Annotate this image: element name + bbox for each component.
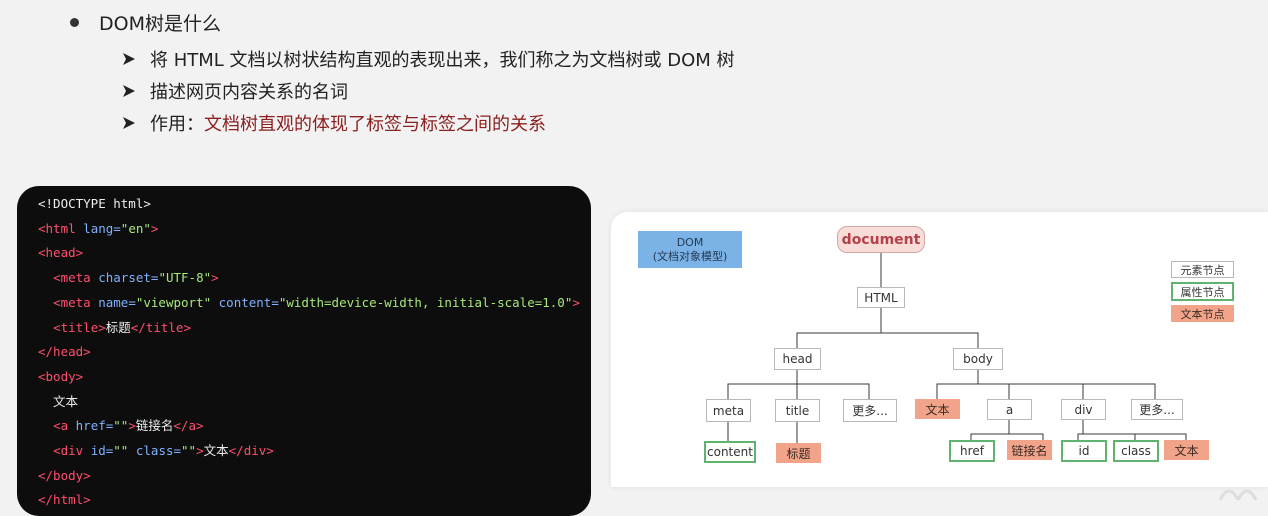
node-link-text: 链接名 bbox=[1007, 440, 1052, 460]
node-meta: meta bbox=[706, 399, 751, 422]
code-line: </body> bbox=[38, 466, 91, 486]
code-line: <a href="">链接名</a> bbox=[38, 416, 204, 436]
code-tag: <title> bbox=[53, 319, 106, 335]
code-tag: <body> bbox=[38, 368, 84, 384]
code-string: "" bbox=[113, 443, 129, 458]
code-line: <title>标题</title> bbox=[38, 318, 191, 338]
code-attribute: lang= bbox=[75, 220, 121, 236]
code-tag: > bbox=[150, 220, 159, 236]
node-head: head bbox=[774, 348, 821, 370]
code-line: </head> bbox=[38, 342, 91, 362]
code-tag: <div bbox=[53, 443, 84, 458]
code-text: <!DOCTYPE html> bbox=[38, 196, 151, 211]
code-line: <div id="" class="">文本</div> bbox=[38, 441, 274, 461]
code-text bbox=[38, 418, 53, 433]
code-string: "en" bbox=[120, 220, 151, 236]
node-title: title bbox=[775, 399, 820, 422]
code-tag: > bbox=[128, 418, 136, 434]
corner-decoration-icon bbox=[1218, 489, 1258, 500]
code-attribute: name= bbox=[90, 294, 136, 310]
arrowhead-icon bbox=[122, 52, 136, 66]
code-tag: <head> bbox=[38, 245, 84, 261]
code-line: <meta name="viewport" content="width=dev… bbox=[38, 293, 580, 313]
sub-point-label: 作用： bbox=[150, 114, 204, 135]
node-body-text: 文本 bbox=[915, 399, 960, 419]
node-body: body bbox=[953, 348, 1003, 370]
code-string: "width=device-width, initial-scale=1.0" bbox=[278, 294, 573, 310]
arrowhead-icon bbox=[122, 116, 136, 130]
code-line: <head> bbox=[38, 243, 83, 263]
node-document: document bbox=[837, 226, 925, 253]
code-text bbox=[38, 443, 53, 458]
node-content: content bbox=[704, 441, 756, 463]
code-text bbox=[38, 295, 53, 310]
code-attribute: id= bbox=[83, 443, 114, 458]
code-string: "UTF-8" bbox=[158, 270, 212, 286]
code-tag: </title> bbox=[130, 319, 191, 335]
node-more-head: 更多... bbox=[843, 399, 897, 422]
code-line: <meta charset="UTF-8"> bbox=[38, 268, 219, 288]
code-line: <html lang="en"> bbox=[38, 219, 158, 239]
code-line: 文本 bbox=[38, 392, 78, 412]
code-tag: </a> bbox=[173, 418, 204, 434]
dom-tree-diagram: DOM (文档对象模型) 元素节点 属性节点 文本节点 document HTM… bbox=[611, 212, 1268, 487]
bullet-heading: DOM树是什么 bbox=[99, 12, 221, 35]
bullet-item: DOM树是什么 bbox=[70, 8, 221, 36]
legend-text-node: 文本节点 bbox=[1171, 305, 1234, 322]
code-attribute: href= bbox=[68, 418, 114, 434]
code-text: 文本 bbox=[203, 443, 229, 458]
sub-point-3: 作用： 文档树直观的体现了标签与标签之间的关系 bbox=[122, 109, 546, 137]
code-text: 链接名 bbox=[135, 418, 174, 434]
node-title-text: 标题 bbox=[776, 443, 821, 463]
code-attribute: class= bbox=[128, 443, 182, 458]
dom-model-label: DOM (文档对象模型) bbox=[638, 231, 742, 268]
code-panel: <!DOCTYPE html><html lang="en"><head> <m… bbox=[17, 186, 591, 516]
code-line: </html> bbox=[38, 490, 91, 510]
node-href: href bbox=[949, 440, 995, 462]
legend-element-node: 元素节点 bbox=[1171, 261, 1234, 278]
code-tag: <meta bbox=[53, 294, 91, 310]
code-text bbox=[38, 320, 53, 335]
code-tag: <meta bbox=[53, 270, 91, 286]
node-div: div bbox=[1061, 399, 1106, 420]
code-tag: </body> bbox=[38, 467, 91, 483]
node-a: a bbox=[987, 399, 1032, 420]
node-div-text: 文本 bbox=[1164, 440, 1209, 460]
code-attribute: charset= bbox=[90, 270, 159, 286]
code-tag: <a bbox=[53, 418, 69, 434]
dom-label-line1: DOM bbox=[676, 235, 704, 249]
arrowhead-icon bbox=[122, 84, 136, 98]
tree-connectors bbox=[727, 253, 1187, 443]
sub-point-text: 描述网页内容关系的名词 bbox=[150, 82, 348, 103]
code-text: 标题 bbox=[105, 319, 131, 335]
legend-attribute-node: 属性节点 bbox=[1171, 282, 1234, 301]
node-id: id bbox=[1061, 440, 1107, 462]
code-tag: <html bbox=[38, 220, 76, 236]
sub-point-1: 将 HTML 文档以树状结构直观的表现出来，我们称之为文档树或 DOM 树 bbox=[122, 45, 735, 73]
sub-point-text: 将 HTML 文档以树状结构直观的表现出来，我们称之为文档树或 DOM 树 bbox=[150, 50, 735, 71]
code-tag: > bbox=[196, 443, 204, 458]
code-text: 文本 bbox=[38, 393, 79, 409]
sub-point-2: 描述网页内容关系的名词 bbox=[122, 77, 348, 105]
code-attribute: content= bbox=[211, 294, 279, 310]
code-string: "viewport" bbox=[135, 294, 212, 310]
node-more-body: 更多... bbox=[1131, 399, 1183, 420]
bullet-dot-icon bbox=[70, 17, 79, 27]
code-line: <body> bbox=[38, 367, 83, 387]
dom-label-line2: (文档对象模型) bbox=[652, 249, 728, 263]
code-tag: </head> bbox=[38, 344, 91, 360]
code-text bbox=[38, 270, 53, 285]
node-html: HTML bbox=[857, 287, 905, 308]
code-tag: </div> bbox=[228, 443, 274, 458]
code-string: "" bbox=[113, 418, 129, 434]
code-line: <!DOCTYPE html> bbox=[38, 194, 151, 214]
node-class: class bbox=[1113, 440, 1159, 462]
sub-point-highlight: 文档树直观的体现了标签与标签之间的关系 bbox=[204, 114, 546, 135]
code-tag: > bbox=[572, 294, 580, 310]
code-string: "" bbox=[181, 443, 197, 458]
code-tag: > bbox=[211, 270, 219, 286]
